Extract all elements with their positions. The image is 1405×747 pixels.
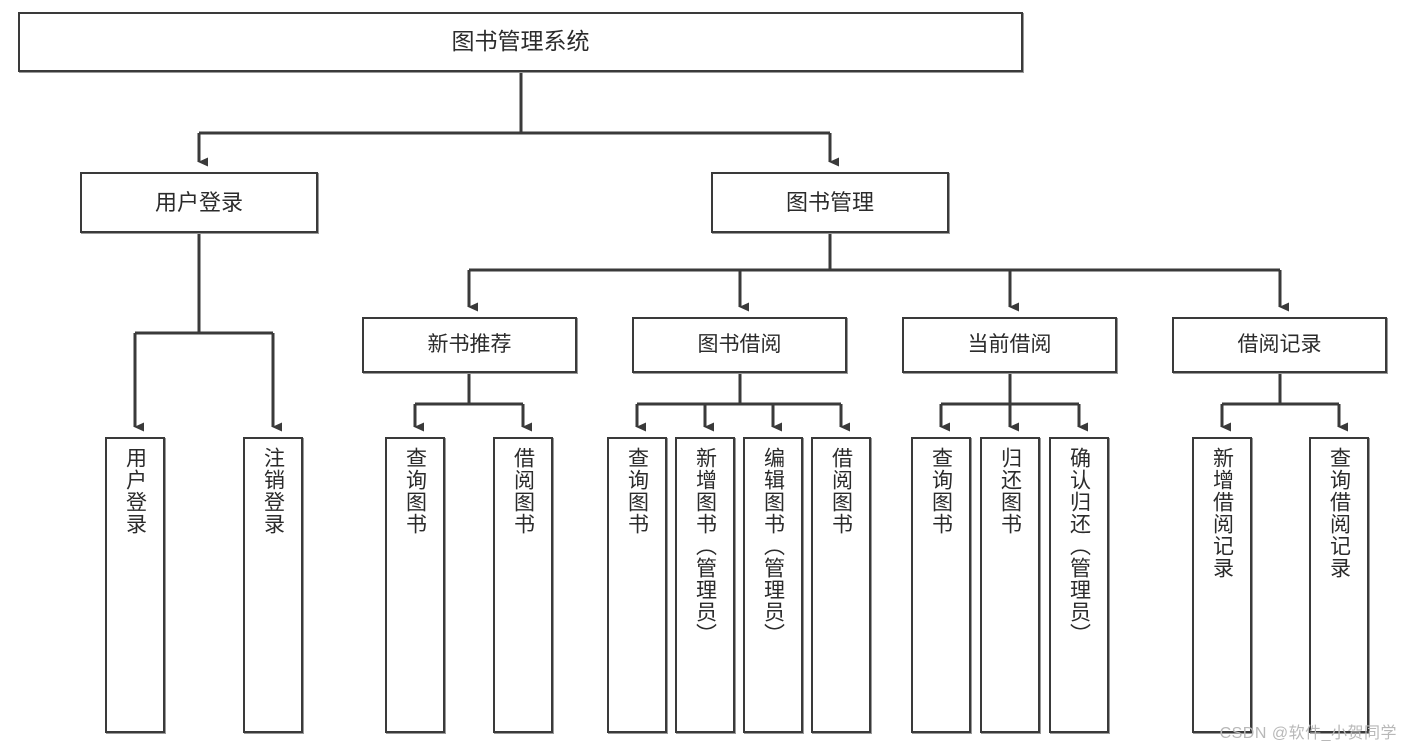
node-label: 借阅记录 (1237, 332, 1322, 356)
node-label: 注销登录 (261, 447, 285, 535)
csdn-watermark: CSDN @软件_小贺同学 (1219, 725, 1397, 742)
node-label: 新增借阅记录 (1210, 447, 1234, 579)
node-current-borrow[interactable]: 当前借阅 (902, 317, 1117, 373)
node-label: 借阅图书 (511, 447, 535, 535)
node-label: 借阅图书 (829, 447, 853, 535)
leaf-edit-book-admin[interactable]: 编辑图书（管理员） (743, 437, 803, 733)
node-label: 用户登录 (154, 189, 243, 215)
node-label: 归还图书 (998, 447, 1022, 535)
node-book-borrow[interactable]: 图书借阅 (632, 317, 847, 373)
node-label: 查询图书 (625, 447, 649, 535)
node-book-management[interactable]: 图书管理 (711, 172, 949, 233)
leaf-borrow-book[interactable]: 借阅图书 (811, 437, 871, 733)
node-label: 查询借阅记录 (1327, 447, 1351, 579)
leaf-return-book[interactable]: 归还图书 (980, 437, 1040, 733)
leaf-query-book-new[interactable]: 查询图书 (385, 437, 445, 733)
node-root-system[interactable]: 图书管理系统 (18, 12, 1023, 72)
node-label: 新增图书（管理员） (693, 447, 717, 645)
node-label: 编辑图书（管理员） (761, 447, 785, 645)
leaf-user-login[interactable]: 用户登录 (105, 437, 165, 733)
node-label: 确认归还（管理员） (1067, 447, 1091, 645)
node-label: 查询图书 (403, 447, 427, 535)
node-user-login[interactable]: 用户登录 (80, 172, 318, 233)
leaf-query-book-current[interactable]: 查询图书 (911, 437, 971, 733)
leaf-add-borrow-record[interactable]: 新增借阅记录 (1192, 437, 1252, 733)
node-label: 查询图书 (929, 447, 953, 535)
node-label: 新书推荐 (427, 332, 512, 356)
leaf-logout[interactable]: 注销登录 (243, 437, 303, 733)
node-label: 图书管理系统 (451, 28, 590, 55)
node-label: 当前借阅 (967, 332, 1052, 356)
leaf-borrow-book-new[interactable]: 借阅图书 (493, 437, 553, 733)
node-label: 用户登录 (123, 447, 147, 535)
leaf-add-book-admin[interactable]: 新增图书（管理员） (675, 437, 735, 733)
node-label: 图书管理 (785, 189, 874, 215)
leaf-query-borrow-record[interactable]: 查询借阅记录 (1309, 437, 1369, 733)
node-borrow-record[interactable]: 借阅记录 (1172, 317, 1387, 373)
leaf-query-book-borrow[interactable]: 查询图书 (607, 437, 667, 733)
leaf-confirm-return-admin[interactable]: 确认归还（管理员） (1049, 437, 1109, 733)
node-label: 图书借阅 (697, 332, 782, 356)
node-new-book-recommend[interactable]: 新书推荐 (362, 317, 577, 373)
